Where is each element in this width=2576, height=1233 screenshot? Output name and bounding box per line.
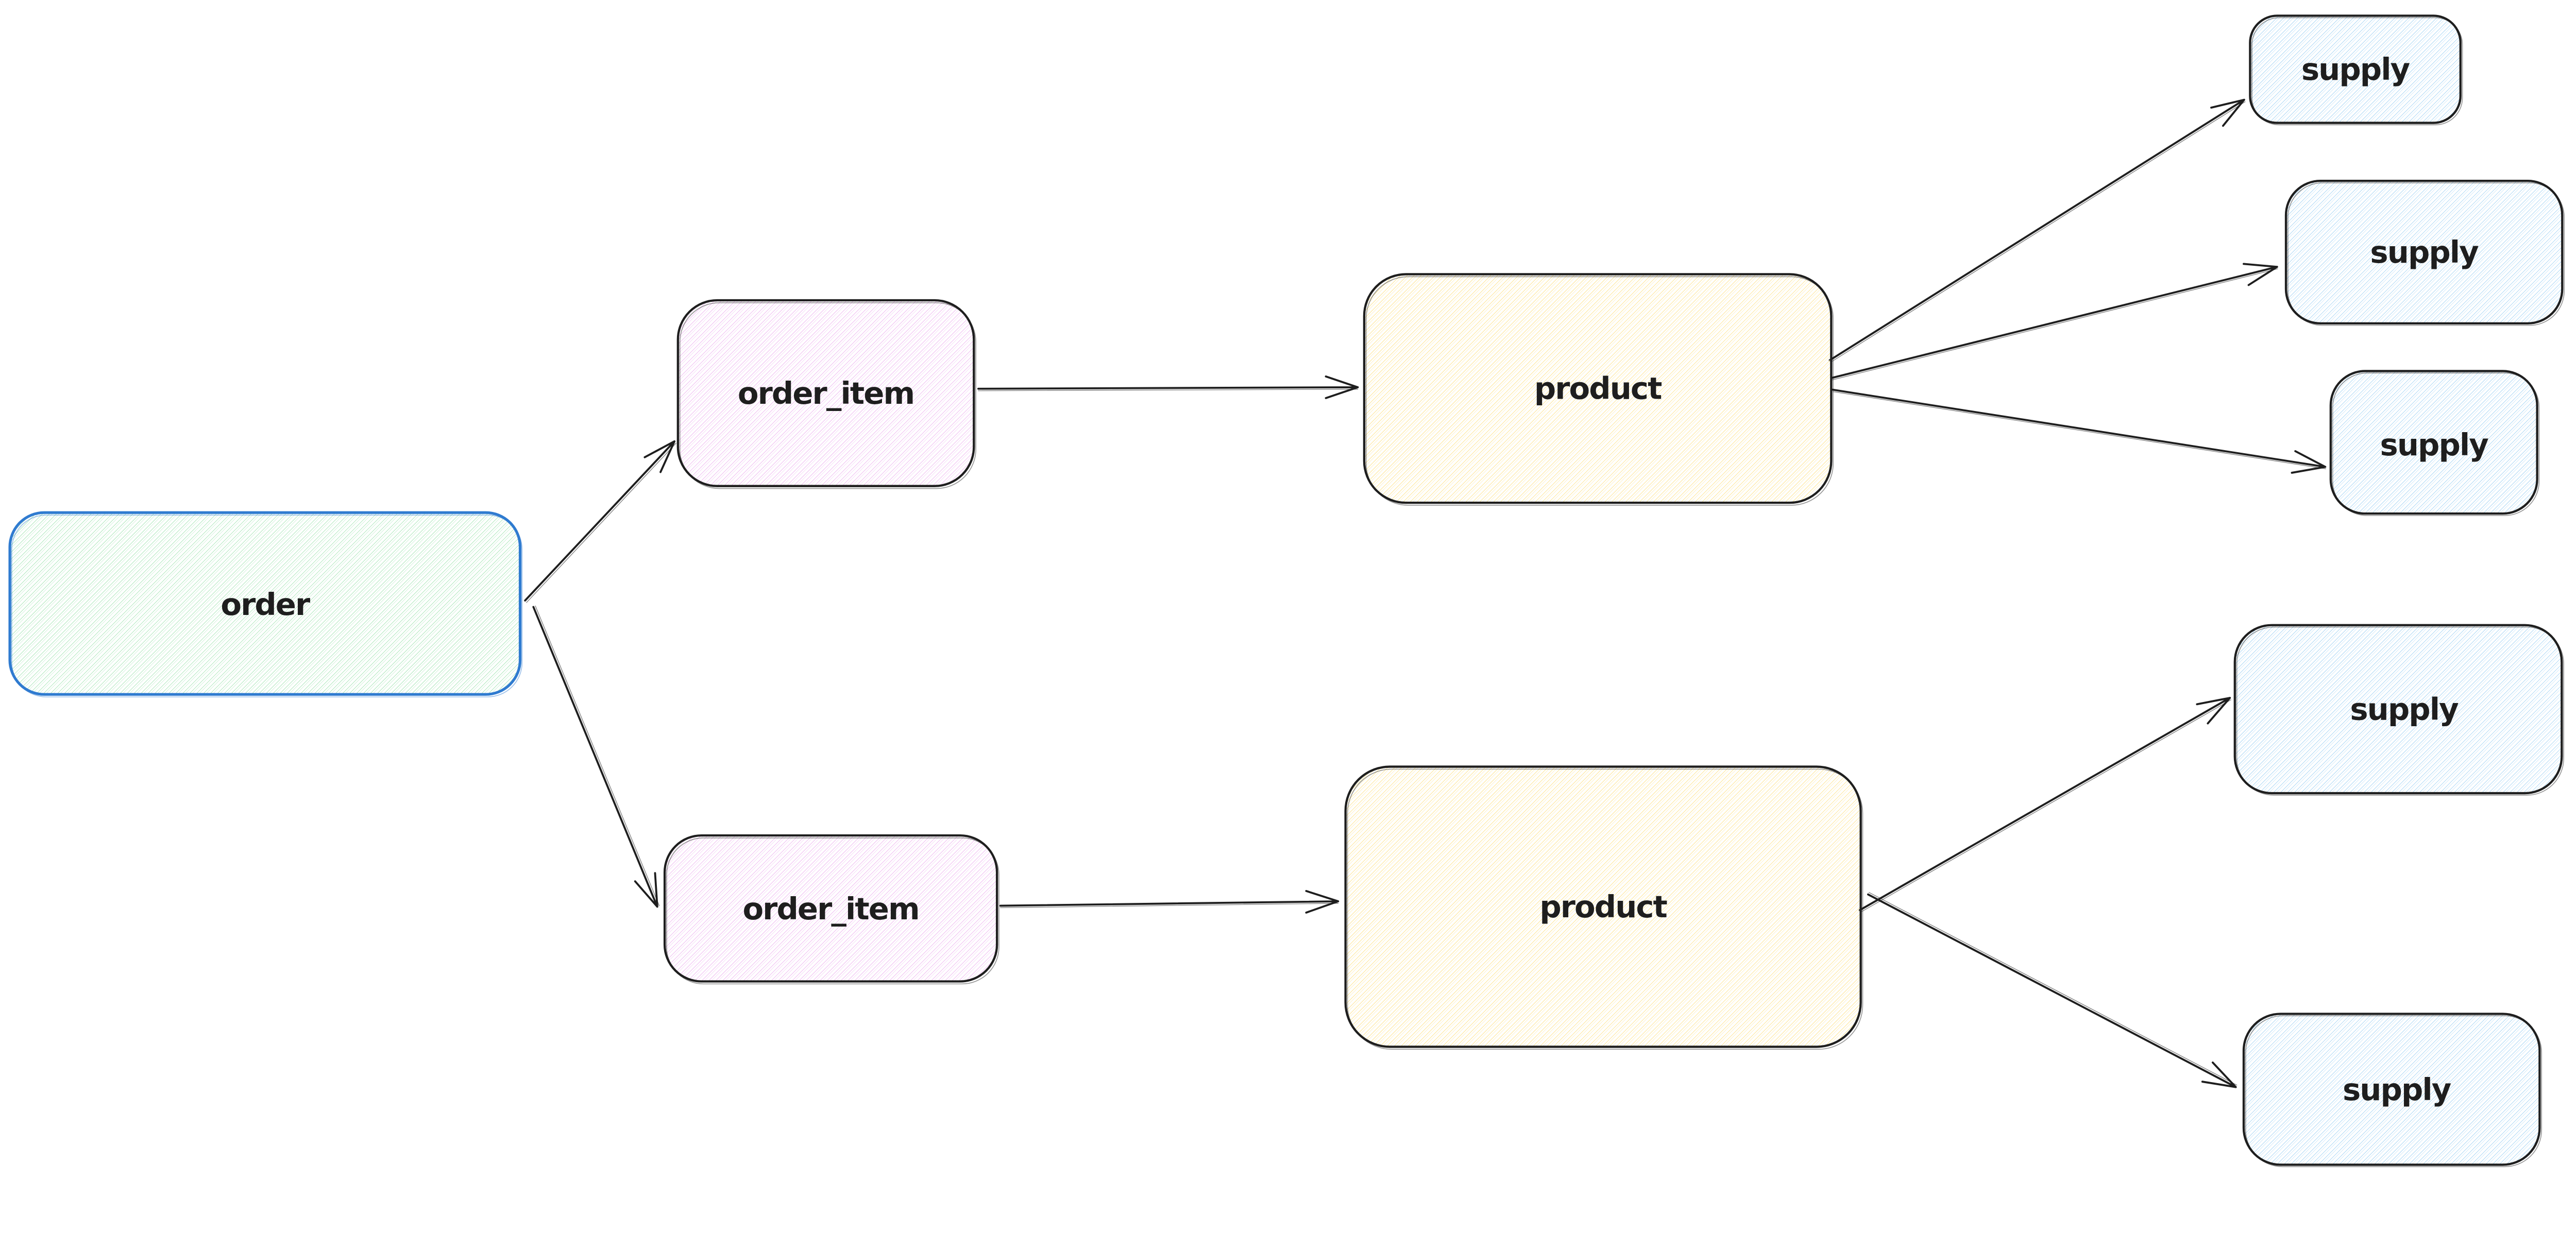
arrow-product-supply-3[interactable]	[1832, 388, 2327, 474]
edge-order-item-top-to-product-top[interactable]	[977, 375, 1359, 399]
node-product-bottom[interactable]: product	[1344, 765, 1863, 1050]
arrow-product-supply-5[interactable]	[1867, 893, 2237, 1088]
arrow-sketch-line	[535, 605, 660, 906]
edge-order-item-bottom-to-product-bottom[interactable]	[999, 890, 1340, 914]
arrow-product-supply-4[interactable]	[1858, 697, 2231, 912]
nodes-layer: order order_item order_item product prod…	[8, 14, 2565, 1168]
arrow-order-item-product-bottom[interactable]	[999, 890, 1340, 914]
node-supply-2-label: supply	[2370, 234, 2479, 270]
node-product-top[interactable]: product	[1363, 273, 1834, 506]
node-supply-1[interactable]: supply	[2249, 14, 2463, 126]
node-supply-5-shape[interactable]	[2242, 1013, 2541, 1166]
node-order-item-top-label: order_item	[738, 375, 914, 411]
node-order-label: order	[221, 587, 310, 622]
node-order-shape[interactable]	[8, 511, 522, 696]
node-sketch-outline	[2287, 182, 2565, 326]
node-sketch-outline	[1365, 276, 1834, 506]
node-sketch-outline	[666, 837, 999, 985]
diagram-svg: order order_item order_item product prod…	[8, 14, 2565, 1168]
node-order-item-bottom-shape[interactable]	[663, 834, 998, 983]
arrow-sketch-line	[1832, 268, 2278, 381]
arrow-sketch-line	[526, 442, 676, 603]
node-sketch-outline	[679, 302, 976, 489]
edge-product-top-to-supply-3[interactable]	[1832, 388, 2327, 474]
node-supply-3-label: supply	[2380, 427, 2489, 463]
node-supply-2[interactable]: supply	[2284, 179, 2565, 326]
arrow-product-supply-2[interactable]	[1831, 263, 2278, 379]
arrow-sketch-line	[1869, 892, 2238, 1086]
arrow-sketch-line	[1830, 101, 2246, 363]
arrow-sketch-line	[1833, 391, 2327, 470]
node-supply-1-label: supply	[2301, 52, 2410, 87]
node-sketch-outline	[2332, 372, 2540, 516]
edge-product-top-to-supply-2[interactable]	[1831, 263, 2278, 381]
node-product-top-label: product	[1534, 370, 1662, 406]
node-supply-5-label: supply	[2343, 1072, 2451, 1107]
arrow-sketch-line	[1860, 699, 2231, 913]
node-order[interactable]: order	[8, 511, 523, 697]
arrow-sketch-line	[978, 388, 1359, 391]
node-sketch-outline	[2236, 626, 2564, 796]
edge-product-bottom-to-supply-4[interactable]	[1858, 697, 2231, 913]
edge-product-top-to-supply-1[interactable]	[1828, 98, 2246, 363]
node-supply-4-shape[interactable]	[2233, 624, 2563, 795]
node-supply-3[interactable]: supply	[2329, 370, 2540, 516]
node-supply-1-shape[interactable]	[2249, 14, 2462, 124]
edges-layer	[524, 98, 2327, 1088]
arrow-order-order-item-top[interactable]	[524, 440, 676, 602]
node-sketch-outline	[2245, 1015, 2543, 1168]
node-order-item-bottom-label: order_item	[742, 891, 919, 927]
node-product-bottom-label: product	[1539, 889, 1667, 924]
node-order-item-top-shape[interactable]	[676, 299, 975, 487]
edge-order-to-order-item-top[interactable]	[524, 440, 676, 603]
node-sketch-outline	[2251, 17, 2463, 126]
arrow-sketch-line	[1000, 903, 1339, 909]
node-product-top-shape[interactable]	[1363, 273, 1833, 504]
node-supply-3-shape[interactable]	[2329, 370, 2538, 515]
excalidraw-canvas: order order_item order_item product prod…	[8, 14, 2565, 1168]
edge-product-bottom-to-supply-5[interactable]	[1867, 892, 2238, 1088]
node-supply-4[interactable]: supply	[2233, 624, 2564, 796]
edge-order-to-order-item-bottom[interactable]	[532, 605, 660, 908]
node-supply-4-label: supply	[2350, 691, 2459, 727]
arrow-order-item-product-top[interactable]	[977, 375, 1359, 399]
node-product-bottom-shape[interactable]	[1344, 765, 1862, 1048]
node-sketch-outline	[11, 515, 523, 697]
node-order-item-bottom[interactable]: order_item	[663, 834, 999, 985]
arrow-order-order-item-bottom[interactable]	[532, 606, 658, 908]
node-supply-5[interactable]: supply	[2242, 1013, 2543, 1168]
arrow-product-supply-1[interactable]	[1828, 98, 2245, 362]
node-sketch-outline	[1347, 768, 1863, 1050]
node-order-item-top[interactable]: order_item	[676, 299, 976, 489]
node-supply-2-shape[interactable]	[2284, 179, 2564, 325]
